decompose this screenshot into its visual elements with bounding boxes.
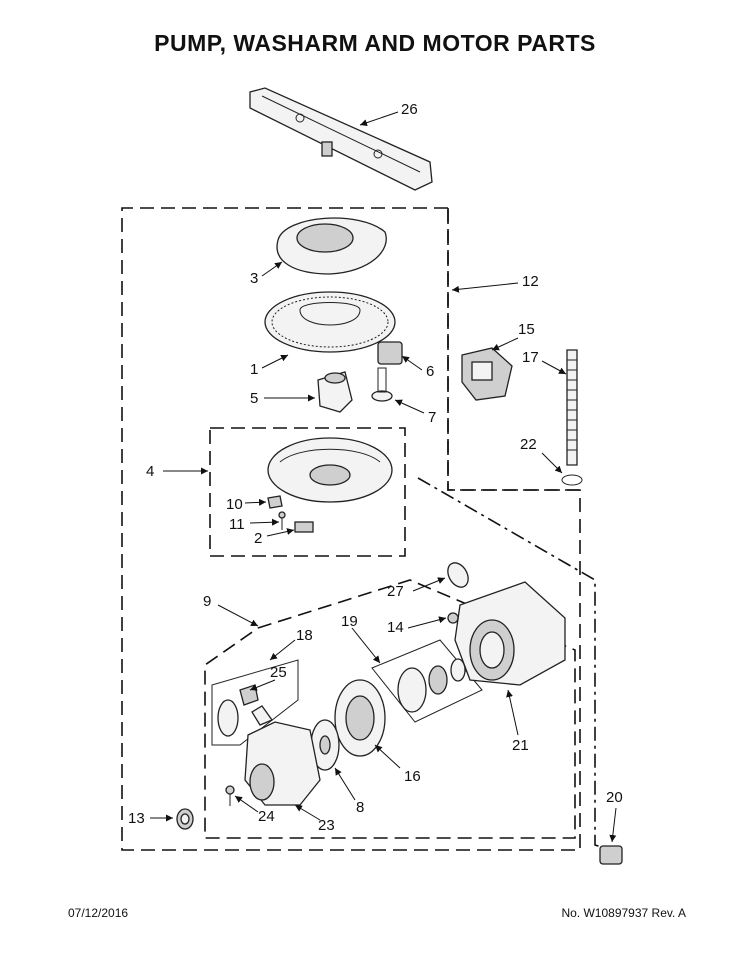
callout-9: 9 [203,593,211,610]
callout-5: 5 [250,390,258,407]
washer-part-14 [447,612,459,624]
callout-1: 1 [250,361,258,378]
pump-housing-part-23 [244,705,321,806]
group-boundary-12 [447,208,585,491]
sensor-part-6 [377,341,403,365]
callout-25: 25 [270,664,287,681]
callout-8: 8 [356,799,364,816]
sump-part-4 [267,437,393,503]
callout-labels: 26 3 1 5 6 7 4 10 11 2 12 15 17 22 9 18 … [128,101,623,834]
filter-assembly-part-5 [317,371,353,413]
gasket-part-27 [447,562,469,588]
wash-arm-part-26 [249,87,433,191]
footer-document-number: No. W10897937 Rev. A [561,906,686,920]
gasket-part-16 [334,679,386,757]
callout-14: 14 [387,619,404,636]
callout-10: 10 [226,496,243,513]
callout-20: 20 [606,789,623,806]
callout-21: 21 [512,737,529,754]
callout-11: 11 [229,516,245,533]
callout-4: 4 [146,463,154,480]
leader-lines [150,111,617,843]
screw-part-24 [225,785,235,806]
group-boundary-18 [204,477,611,851]
callout-26: 26 [401,101,418,118]
callout-12: 12 [522,273,539,290]
seal-part-13 [176,808,194,830]
hose-part-17 [566,349,578,466]
clip-part-10 [267,495,283,509]
filter-cover-part-3 [276,217,387,275]
clamp-part-22 [561,474,583,486]
actuator-part-15 [461,347,513,401]
callout-7: 7 [428,409,436,426]
callout-22: 22 [520,436,537,453]
group-boundary-4 [209,427,406,557]
group-boundary-25 [211,659,299,746]
callout-15: 15 [518,321,535,338]
callout-27: 27 [387,583,404,600]
callout-2: 2 [254,530,262,547]
filter-ring-part-1 [264,291,396,353]
callout-23: 23 [318,817,335,834]
callout-24: 24 [258,808,275,825]
callout-17: 17 [522,349,539,366]
motor-part-21 [454,581,566,686]
page-title: PUMP, WASHARM AND MOTOR PARTS [154,30,596,56]
callout-6: 6 [426,363,434,380]
callout-19: 19 [341,613,358,630]
callout-13: 13 [128,810,145,827]
footer-date: 07/12/2016 [68,906,129,920]
callout-16: 16 [404,768,421,785]
screw-part-11 [278,511,286,530]
callout-3: 3 [250,270,258,287]
seal-assembly-part-19 [397,658,466,713]
callout-18: 18 [296,627,313,644]
connector-part-2 [294,521,314,533]
valve-part-20 [599,845,623,865]
grommet-part-7 [371,367,393,402]
diverter-part-25 [217,684,259,737]
